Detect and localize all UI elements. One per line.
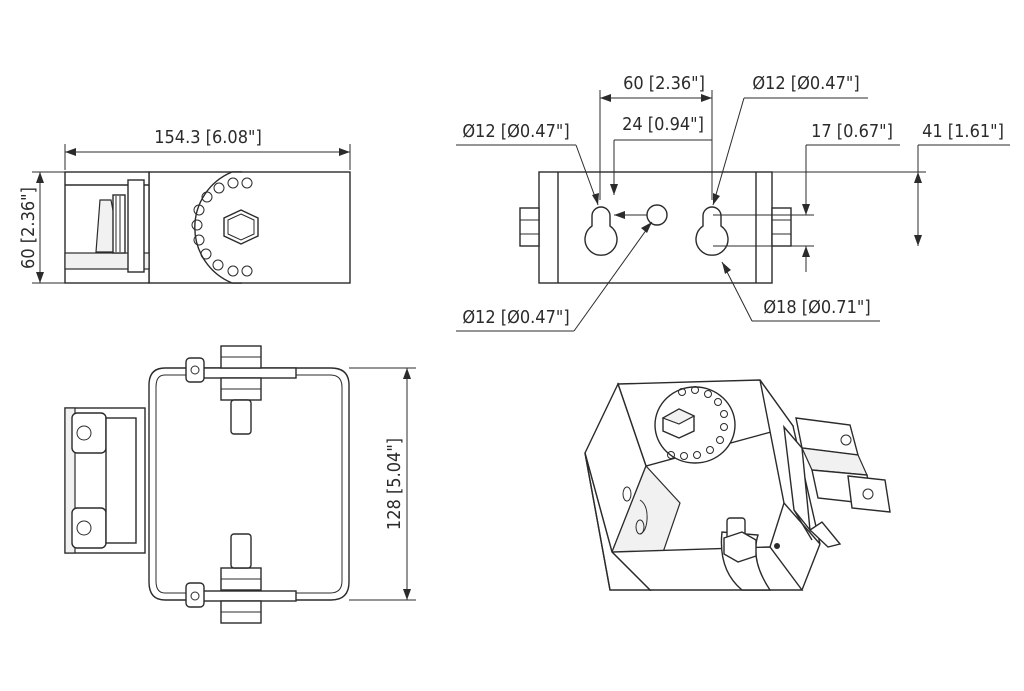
dim-width-text: 154.3 [6.08"] <box>154 127 262 148</box>
center-hole <box>646 204 668 226</box>
keyhole-left <box>584 206 618 256</box>
dim-center-hole-text: Ø12 [Ø0.47"] <box>462 307 569 328</box>
side-view: 154.3 [6.08"] 60 [2.36"] <box>18 127 351 284</box>
hex-bolt-head <box>223 209 259 245</box>
dim-offset-text: 24 [0.94"] <box>622 114 704 135</box>
top-view: 128 [5.04"] <box>64 345 416 624</box>
rotation-holes-iso <box>667 386 728 460</box>
front-view: 60 [2.36"] 24 [0.94"] Ø12 [Ø0.47"] Ø12 [… <box>456 73 1010 332</box>
dim-hole-left-text: Ø12 [Ø0.47"] <box>462 121 569 142</box>
isometric-view <box>584 379 891 592</box>
dim-slot-text: Ø18 [Ø0.71"] <box>763 297 870 318</box>
rotation-holes-left <box>191 177 253 277</box>
dim-height-right-text: 41 [1.61"] <box>922 121 1004 142</box>
dim-bottom-height-text: 128 [5.04"] <box>384 438 405 530</box>
dim-span-text: 60 [2.36"] <box>623 73 705 94</box>
dim-height-text: 60 [2.36"] <box>18 187 39 269</box>
dim-right-offset-text: 17 [0.67"] <box>811 121 893 142</box>
keyhole-right <box>695 206 729 256</box>
dim-hole-right-text: Ø12 [Ø0.47"] <box>752 73 859 94</box>
